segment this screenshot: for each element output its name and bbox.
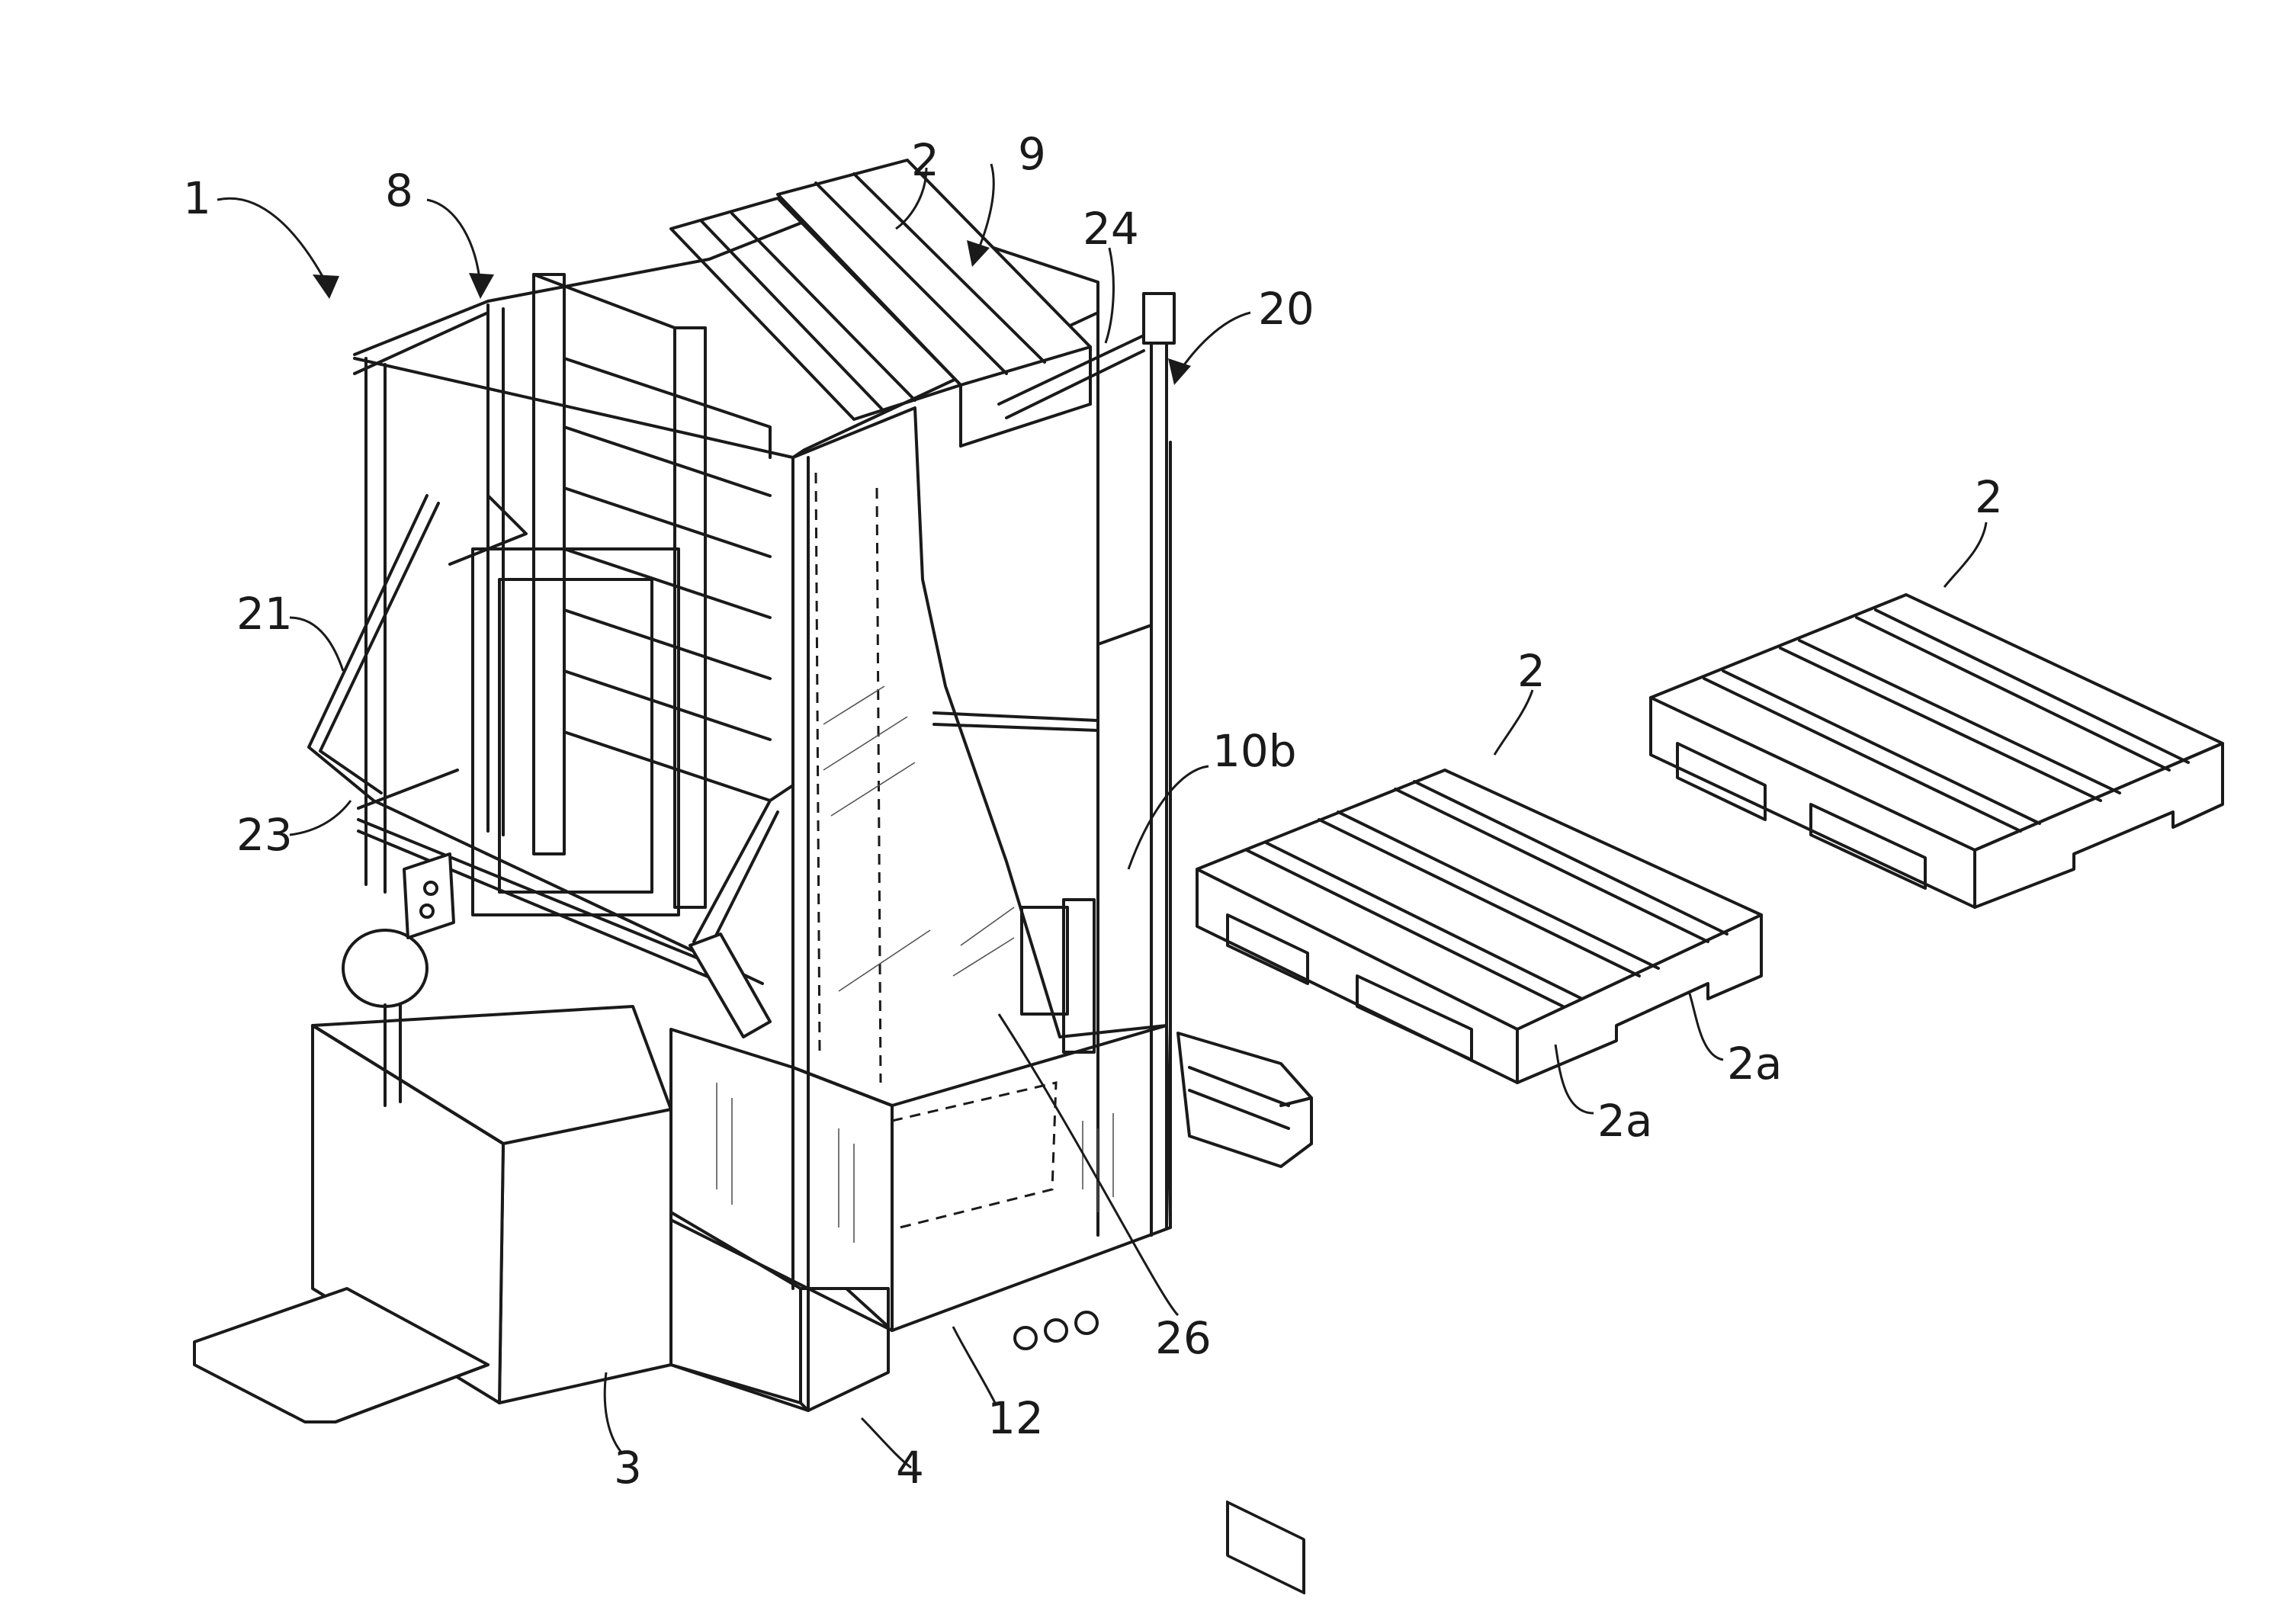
label-pallet-top: 2 [911, 134, 939, 186]
label-base-unit: 3 [614, 1442, 642, 1494]
curtain [671, 408, 1170, 1330]
label-pallet-leg-b: 2a [1727, 1038, 1782, 1090]
pallet-right [1651, 595, 2223, 907]
base-unit [194, 930, 671, 1422]
label-pallet-mid: 2 [1517, 645, 1546, 697]
label-bracket: 10b [1212, 725, 1297, 777]
label-chassis: 4 [896, 1442, 924, 1494]
control-box [404, 854, 454, 938]
label-pallet-leg-a: 2a [1597, 1095, 1652, 1147]
label-stack: 9 [1018, 128, 1046, 180]
pallet-handling-machine [194, 160, 1311, 1422]
chassis [671, 1212, 1097, 1411]
pallet-stack [671, 160, 1090, 446]
fork-rail [1178, 1033, 1311, 1167]
label-mast: 20 [1258, 283, 1314, 335]
label-rail: 12 [987, 1392, 1044, 1444]
label-machine: 1 [183, 172, 211, 224]
bracket [934, 625, 1151, 1052]
arm-linkage [309, 496, 793, 1037]
label-linkage: 23 [236, 809, 293, 861]
label-arm: 21 [236, 588, 293, 640]
label-frame: 8 [385, 165, 413, 217]
label-top-arm: 24 [1083, 203, 1139, 255]
label-pallet-right: 2 [1975, 471, 2003, 523]
label-curtain: 26 [1155, 1312, 1212, 1364]
pallet-middle [1197, 770, 1761, 1593]
